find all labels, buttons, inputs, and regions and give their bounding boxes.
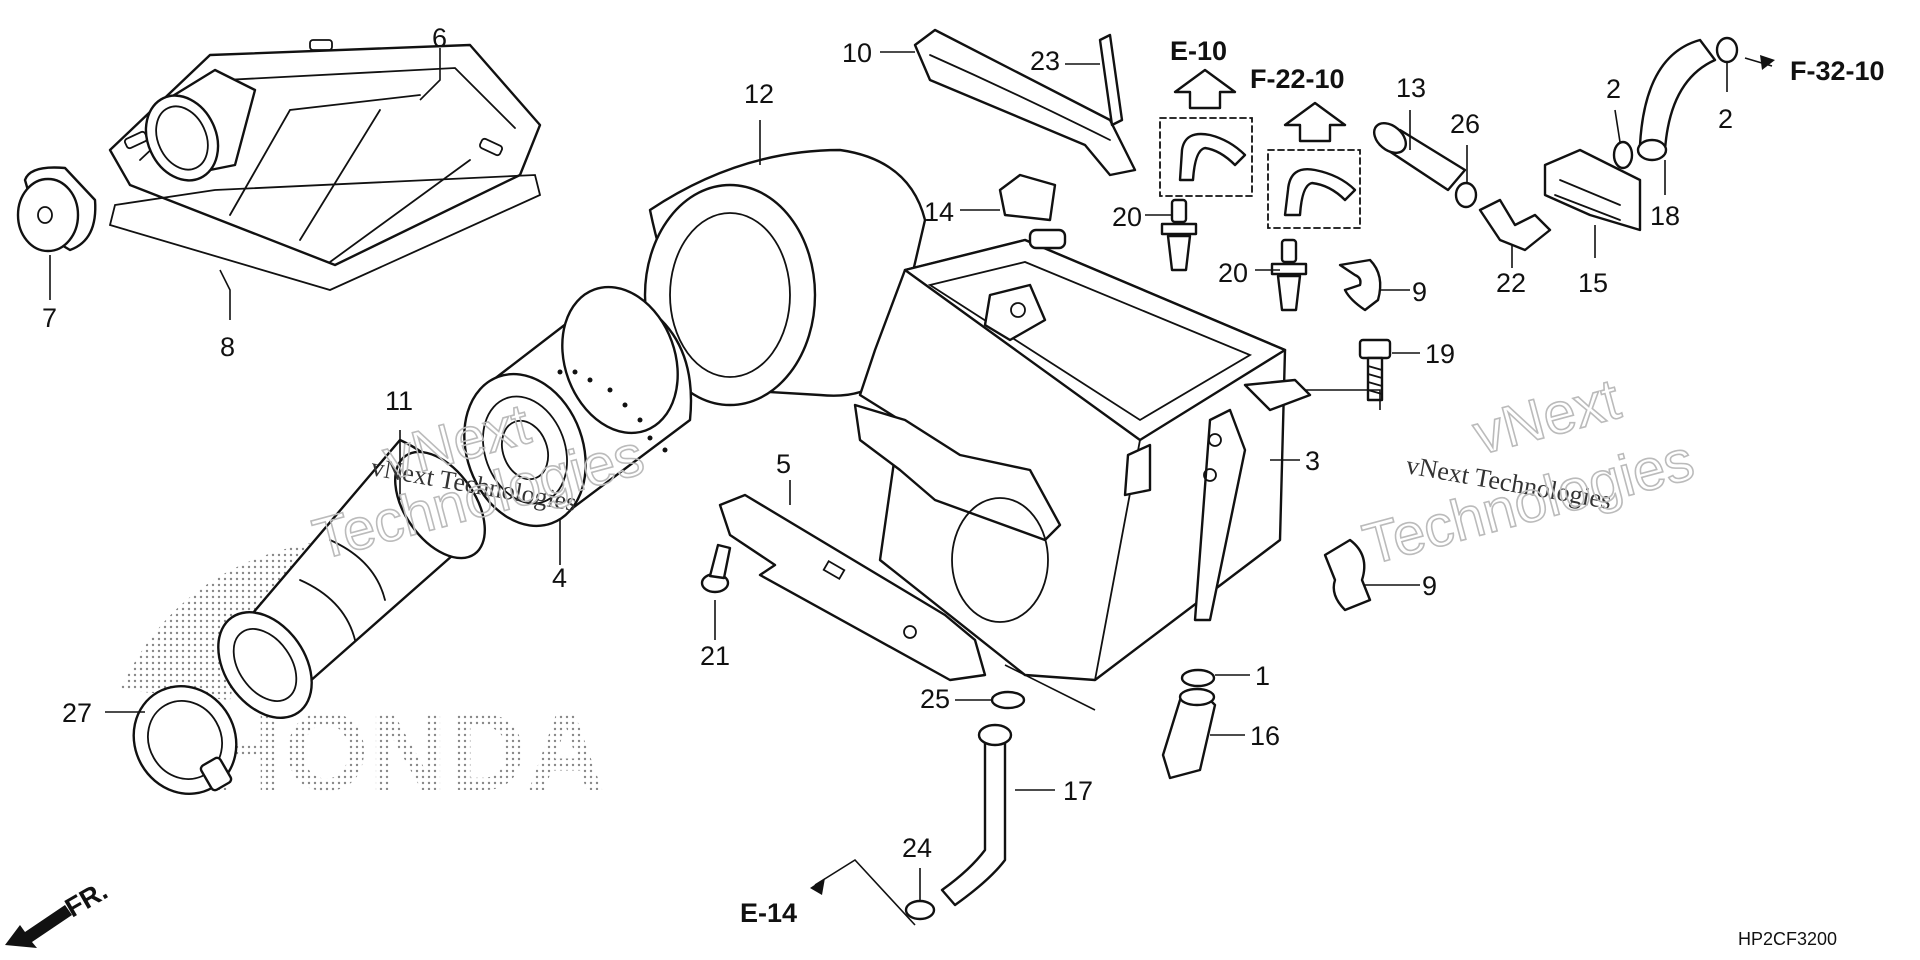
callout-17: 17	[1063, 776, 1093, 806]
breather-tube	[1373, 122, 1467, 192]
callout-25: 25	[920, 684, 950, 714]
callout-21: 21	[700, 641, 730, 671]
f3210-arrow-head	[1760, 55, 1775, 70]
callout-8: 8	[220, 332, 235, 362]
callout-15: 15	[1578, 268, 1608, 298]
callout-27: 27	[62, 698, 92, 728]
callout-20-upper: 20	[1112, 202, 1142, 232]
outer-foam-element	[643, 148, 927, 407]
drain-tube-top	[977, 723, 1013, 747]
cover-gasket	[108, 174, 542, 291]
callout-26: 26	[1450, 109, 1480, 139]
hose-clip-24	[904, 899, 936, 921]
drain-clip	[1180, 668, 1216, 688]
sponge-block	[998, 173, 1057, 222]
ref-e14: E-14	[740, 898, 797, 928]
hose-joint	[1478, 198, 1552, 252]
breather-joint-lower	[1270, 238, 1308, 312]
e14-arrow-head	[810, 878, 825, 895]
hose-end	[1636, 138, 1668, 162]
callout-14: 14	[924, 197, 954, 227]
ref-f3210: F-32-10	[1790, 56, 1885, 86]
callout-5: 5	[776, 449, 791, 479]
drain-hose-18	[1638, 38, 1717, 152]
callout-20-lower: 20	[1218, 258, 1248, 288]
f2210-reference-box	[1267, 149, 1361, 229]
mounting-bolt	[1358, 338, 1392, 402]
trim-clip	[700, 543, 732, 594]
hose-clip-2-upper	[1715, 36, 1739, 64]
callout-11: 11	[385, 386, 413, 416]
callout-22: 22	[1496, 268, 1526, 298]
callout-9-upper: 9	[1412, 277, 1427, 307]
f2210-tube	[1283, 168, 1357, 217]
tube-clamp-upper	[1338, 258, 1382, 312]
e10-tube	[1178, 132, 1247, 182]
drain-tube	[940, 738, 1007, 907]
callout-2-upper: 2	[1718, 104, 1733, 134]
callout-24: 24	[902, 833, 932, 863]
breather-joint-upper	[1160, 198, 1198, 272]
honda-wing-mark	[120, 540, 330, 700]
bracket-hole	[903, 625, 917, 639]
air-cleaner-case	[853, 228, 1312, 682]
drain-plug-top	[1178, 687, 1216, 707]
e10-arrow	[1173, 68, 1237, 110]
hose-clip-2-lower	[1612, 140, 1634, 170]
hose-clip-26	[1454, 181, 1478, 209]
drawing-code: HP2CF3200	[1738, 929, 1837, 949]
callout-16: 16	[1250, 721, 1280, 751]
drain-plug	[16, 166, 97, 253]
callout-19: 19	[1425, 339, 1455, 369]
callout-23: 23	[1030, 46, 1060, 76]
air-filter-element	[463, 285, 693, 528]
hose-clip-25	[990, 690, 1026, 710]
case-bracket	[718, 493, 987, 682]
ref-f2210: F-22-10	[1250, 64, 1345, 94]
strap-hanger	[1098, 33, 1124, 127]
bracket-slot	[822, 559, 846, 581]
tube-band	[132, 685, 238, 795]
leader-lines	[49, 48, 1773, 926]
callout-7: 7	[42, 303, 57, 333]
callout-6: 6	[432, 23, 447, 53]
e10-reference-box	[1159, 117, 1253, 197]
callout-12: 12	[744, 79, 774, 109]
callout-13: 13	[1396, 73, 1426, 103]
rubber-strap	[913, 28, 1137, 177]
breather-separator	[1543, 148, 1642, 232]
air-cleaner-cover	[108, 39, 542, 267]
callout-1: 1	[1255, 661, 1270, 691]
callout-18: 18	[1650, 201, 1680, 231]
callout-10: 10	[842, 38, 872, 68]
f2210-arrow	[1283, 101, 1347, 143]
tube-clamp-lower	[1323, 538, 1372, 612]
callout-2-lower: 2	[1606, 74, 1621, 104]
callout-3: 3	[1305, 446, 1320, 476]
callout-4: 4	[552, 563, 567, 593]
callout-9-lower: 9	[1422, 571, 1437, 601]
ref-e10: E-10	[1170, 36, 1227, 66]
front-direction-arrow	[5, 905, 72, 948]
connecting-tube	[217, 438, 486, 719]
